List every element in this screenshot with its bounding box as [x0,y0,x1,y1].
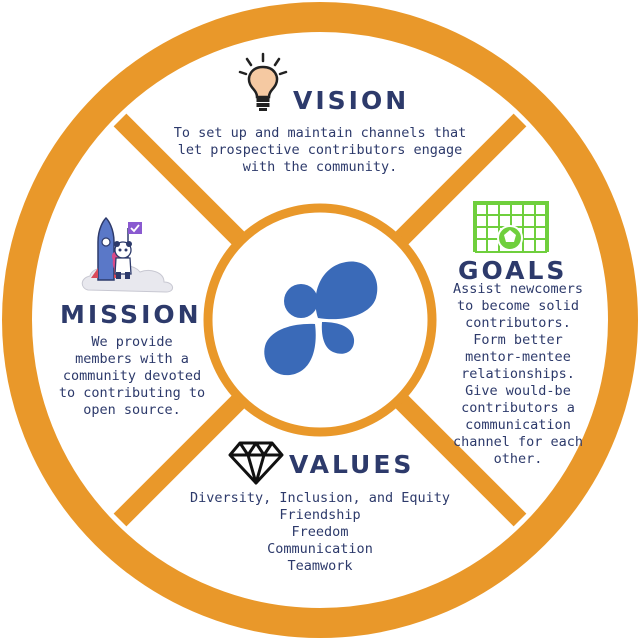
goals-line: channel for each [452,434,584,450]
vision-line: To set up and maintain channels that [173,125,467,141]
goals-line: contributors. [465,315,571,331]
mission-line: members with a [75,351,189,367]
mission-line: to contributing to [58,385,206,401]
values-line: Diversity, Inclusion, and Equity [189,490,451,506]
goals-line: Give would-be [465,383,571,399]
logo-blobs-icon [264,261,378,376]
goals-title: GOALS [458,256,568,285]
goals-line: relationships. [461,366,575,382]
goals-line: communication [465,417,571,433]
values-text: Diversity, Inclusion, and Equity Friends… [170,490,470,575]
mission-line: open source. [83,402,181,418]
goals-line: Form better [473,332,563,348]
mission-line: We provide [91,334,173,350]
vision-line: with the community. [242,159,398,175]
divider-top-right [388,113,527,252]
divider-top-left [113,113,252,252]
center-circle [203,203,437,437]
values-line: Freedom [291,524,349,540]
vision-text: To set up and maintain channels that let… [150,125,490,176]
vision-title: VISION [293,86,410,115]
soccer-goal-icon [473,201,549,253]
diamond-icon [228,441,284,485]
lightbulb-icon [238,52,288,111]
goals-line: contributors a [461,400,575,416]
divider-bottom-right [388,388,527,527]
goals-text: Assist newcomers to become solid contrib… [448,281,588,468]
values-line: Friendship [279,507,361,523]
goals-line: Assist newcomers [452,281,584,297]
mission-line: community devoted [62,368,202,384]
vision-line: let prospective contributors engage [177,142,463,158]
values-title: VALUES [289,450,415,479]
values-line: Teamwork [287,558,353,574]
rocket-panda-icon [81,216,173,293]
mission-title: MISSION [60,300,202,329]
goals-line: mentor-mentee [465,349,571,365]
values-line: Communication [267,541,373,557]
mission-text: We provide members with a community devo… [48,334,216,419]
goals-line: to become solid [457,298,579,314]
divider-bottom-left [113,388,252,527]
goals-line: other. [493,451,543,467]
